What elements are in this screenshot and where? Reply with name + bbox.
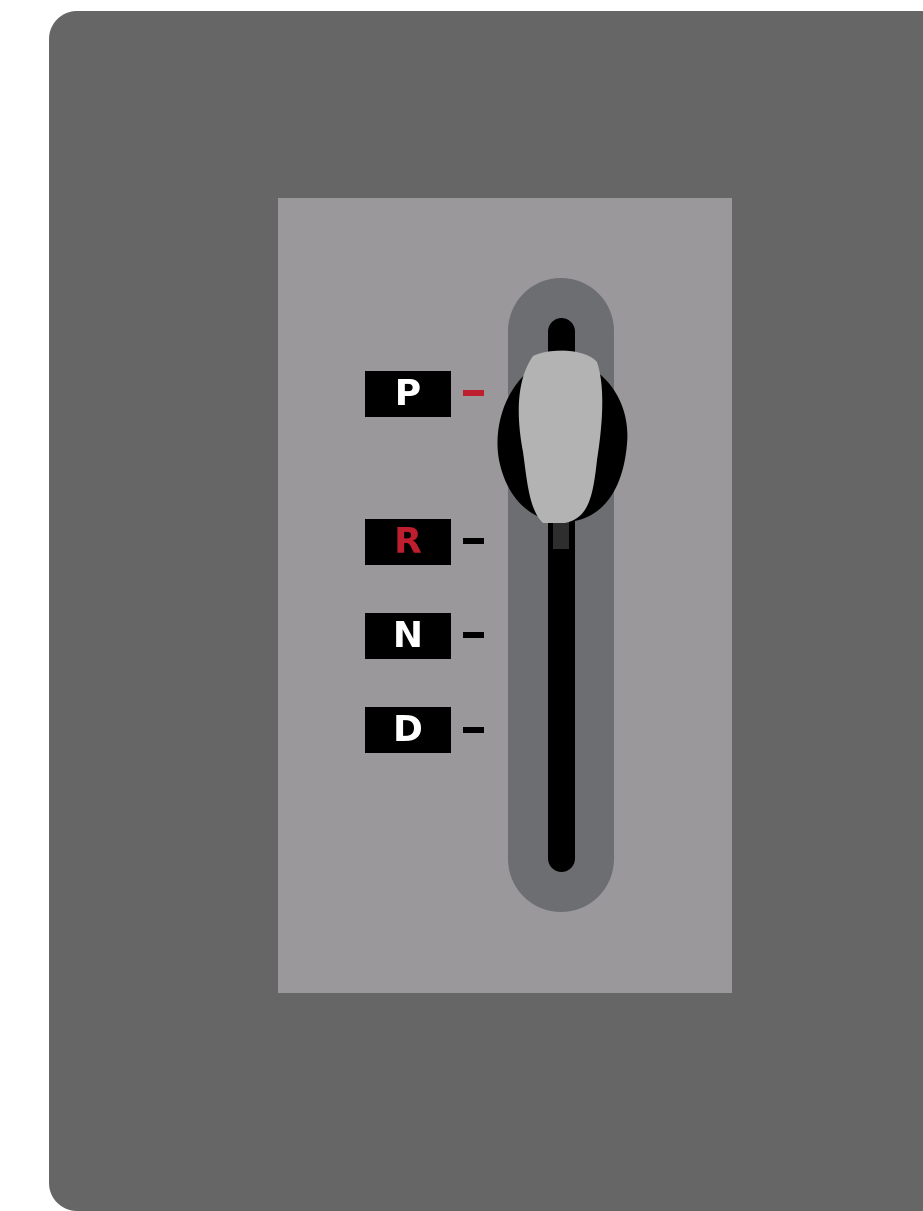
gear-label-d[interactable]: D	[365, 707, 451, 753]
gear-tick-n	[463, 632, 484, 638]
shift-knob-icon[interactable]	[493, 350, 629, 526]
gear-tick-p-active	[463, 390, 484, 396]
gear-label-p[interactable]: P	[365, 371, 451, 417]
gear-tick-d	[463, 727, 484, 733]
shifter-plate	[278, 198, 732, 993]
gear-label-n[interactable]: N	[365, 613, 451, 659]
gear-label-r[interactable]: R	[365, 519, 451, 565]
gear-tick-r	[463, 538, 484, 544]
